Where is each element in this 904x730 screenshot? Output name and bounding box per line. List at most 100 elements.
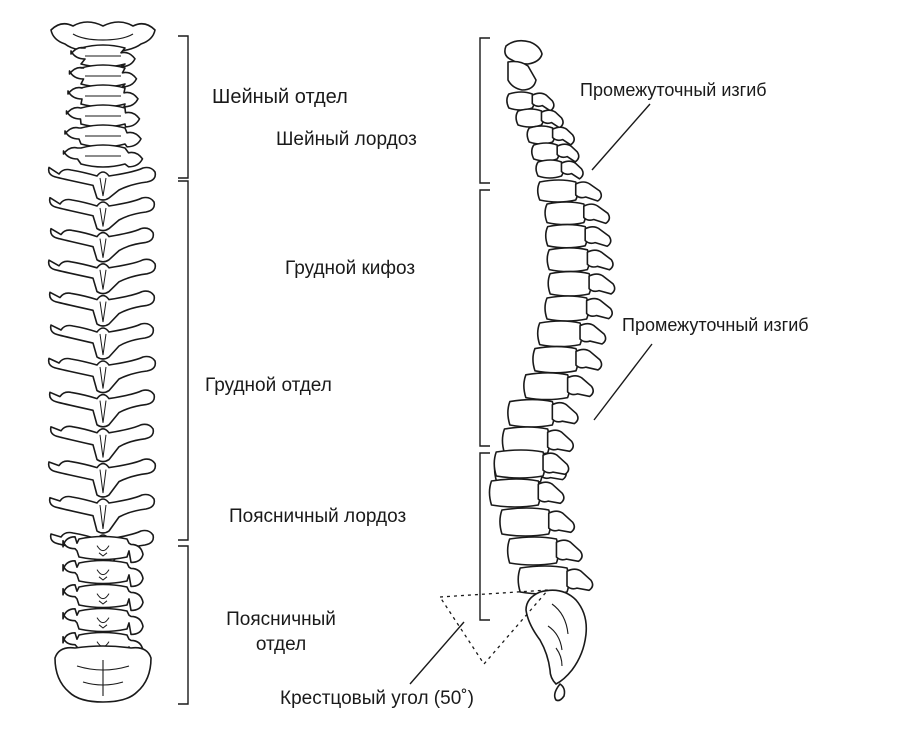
- sacral-angle-triangle: [438, 589, 550, 666]
- spinous-process: [566, 568, 594, 592]
- spinous-process: [579, 322, 607, 345]
- front-vertebra: [62, 144, 144, 168]
- front-vertebra: [68, 64, 138, 88]
- vertebra-detail: [96, 545, 110, 557]
- vertebra-body: [544, 223, 588, 249]
- front-vertebra: [47, 258, 157, 295]
- bracket-thoracic-kyphosis: [479, 189, 490, 447]
- spinous-process: [551, 401, 579, 425]
- atlas-side: [504, 39, 543, 65]
- vertebra-body: [544, 201, 587, 226]
- label-transition-upper: Промежуточный изгиб: [580, 80, 767, 100]
- vertebra-body: [544, 295, 590, 322]
- vertebra-body: [523, 372, 571, 401]
- axis-side: [507, 60, 537, 91]
- vertebra-body: [536, 179, 579, 203]
- vertebra-body: [48, 389, 156, 428]
- spinous-process: [588, 273, 616, 295]
- vertebra-detail: [96, 569, 110, 581]
- cervical-vertebra-side: [526, 125, 576, 146]
- spinous-process: [551, 126, 576, 146]
- thoracic-vertebra-side: [544, 201, 611, 226]
- thoracic-vertebra-side: [523, 372, 595, 401]
- thoracic-vertebra-side: [544, 295, 614, 322]
- vertebra-body: [488, 478, 542, 508]
- spinous-process: [99, 269, 107, 290]
- spinous-process: [575, 348, 603, 371]
- spinous-process: [99, 207, 107, 227]
- label-thoracic-section: Грудной отдел: [205, 375, 332, 396]
- front-vertebra: [65, 104, 141, 128]
- spinous-process: [99, 434, 107, 458]
- cervical-vertebra-side: [506, 91, 555, 112]
- spinous-process: [531, 92, 555, 112]
- spinous-process: [99, 238, 107, 258]
- spinous-process: [566, 374, 595, 398]
- front-vertebra: [62, 583, 144, 612]
- front-view-spine: [47, 21, 157, 703]
- lumbar-vertebra-side: [499, 507, 576, 537]
- front-vertebra: [62, 535, 144, 564]
- vertebra-body: [47, 458, 157, 498]
- vertebra-body: [535, 159, 565, 179]
- vertebra-body: [62, 583, 144, 612]
- thoracic-vertebra-side: [532, 345, 603, 374]
- front-vertebra: [48, 493, 156, 534]
- cervical-vertebra-side: [530, 142, 580, 163]
- front-vertebra: [62, 559, 144, 588]
- front-vertebra: [47, 166, 157, 201]
- coccyx: [553, 683, 566, 702]
- vertebra-body: [47, 166, 157, 201]
- vertebra-body: [48, 290, 156, 327]
- vertebra-body: [47, 258, 157, 295]
- spinous-process: [574, 181, 603, 202]
- front-vertebra: [48, 389, 156, 428]
- spinous-process: [556, 143, 580, 163]
- front-vertebra: [64, 124, 142, 148]
- spinous-process: [585, 297, 614, 320]
- vertebra-body: [546, 247, 591, 273]
- spinous-process: [99, 177, 107, 197]
- vertebra-body: [493, 449, 546, 479]
- lumbar-vertebra-side: [517, 565, 594, 595]
- pointer-sacral-angle: [409, 621, 465, 685]
- cervical-vertebra-side: [535, 159, 584, 180]
- thoracic-vertebra-side: [507, 398, 579, 428]
- vertebra-body: [48, 493, 156, 534]
- front-vertebra: [49, 227, 155, 263]
- front-vertebra: [49, 322, 155, 360]
- vertebra-body: [62, 559, 144, 588]
- thoracic-vertebra-side: [536, 179, 603, 203]
- vertebra-body: [47, 355, 157, 394]
- vertebra-detail: [96, 593, 110, 605]
- vertebra-body: [506, 536, 560, 566]
- spinous-process: [582, 203, 611, 225]
- lumbar-vertebra-side: [488, 478, 565, 508]
- spinous-process: [99, 301, 107, 323]
- front-vertebra: [48, 290, 156, 327]
- spinous-process: [547, 510, 576, 534]
- vertebra-body: [517, 565, 570, 595]
- bracket-lumbar-lordosis: [479, 452, 490, 621]
- spinous-process: [555, 539, 583, 563]
- spinous-process: [542, 452, 570, 476]
- spinous-process: [560, 160, 584, 180]
- bracket-cervical-lordosis: [479, 37, 490, 184]
- spinous-process: [546, 429, 575, 453]
- vertebra-body: [526, 125, 556, 145]
- label-thoracic-kyphosis: Грудной кифоз: [285, 258, 416, 279]
- front-vertebra: [49, 423, 155, 463]
- label-cervical-lordosis: Шейный лордоз: [276, 129, 417, 150]
- bracket-thoracic: [178, 180, 189, 541]
- vertebra-body: [547, 270, 592, 297]
- vertebra-body: [530, 142, 560, 162]
- front-vertebra: [47, 355, 157, 394]
- vertebra-body: [536, 320, 583, 348]
- bracket-cervical: [178, 35, 189, 179]
- thoracic-vertebra-side: [544, 223, 612, 249]
- label-cervical-section: Шейный отдел: [212, 86, 348, 108]
- atlas-detail: [72, 33, 134, 41]
- front-vertebra: [47, 458, 157, 498]
